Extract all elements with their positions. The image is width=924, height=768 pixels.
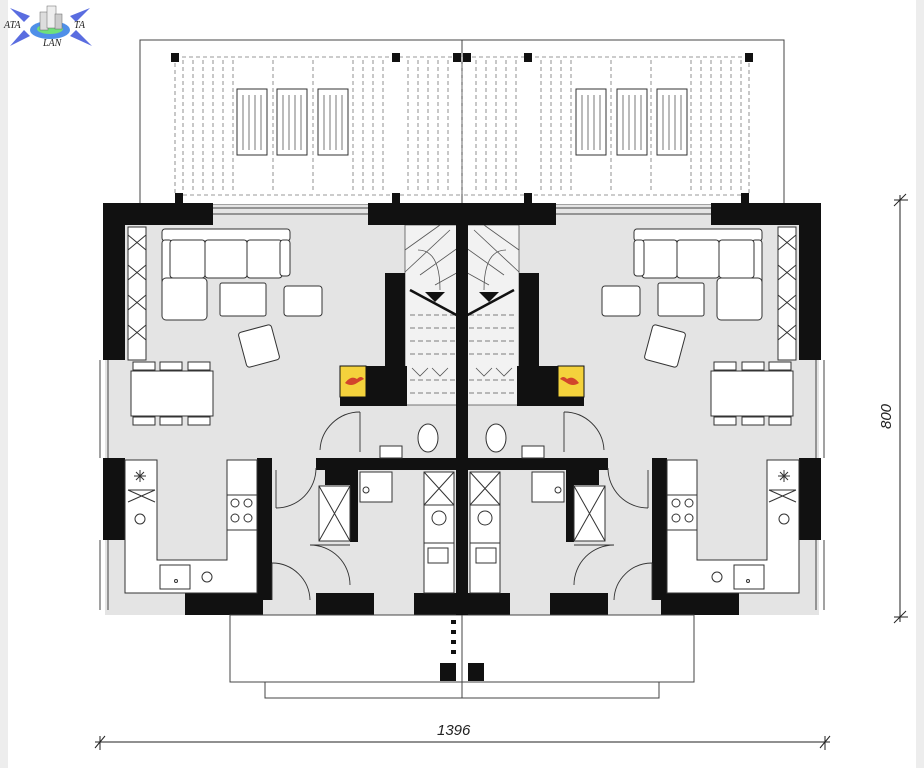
party-wall bbox=[456, 203, 468, 615]
left-margin bbox=[0, 0, 8, 768]
porch-divider bbox=[451, 620, 456, 654]
width-dimension-label: 1396 bbox=[437, 722, 471, 739]
dimension-lines bbox=[94, 193, 908, 750]
logo-text-bottom: LAN bbox=[43, 38, 62, 49]
logo-text-right: TA bbox=[74, 20, 85, 31]
depth-dimension-label: 800 bbox=[878, 403, 896, 430]
logo-text-left: ATA bbox=[4, 20, 21, 31]
logo-mark-icon bbox=[10, 5, 92, 46]
right-margin bbox=[916, 0, 924, 768]
company-logo: ATA TA LAN bbox=[0, 0, 100, 56]
unit-right bbox=[460, 38, 826, 700]
unit-left bbox=[98, 38, 464, 700]
